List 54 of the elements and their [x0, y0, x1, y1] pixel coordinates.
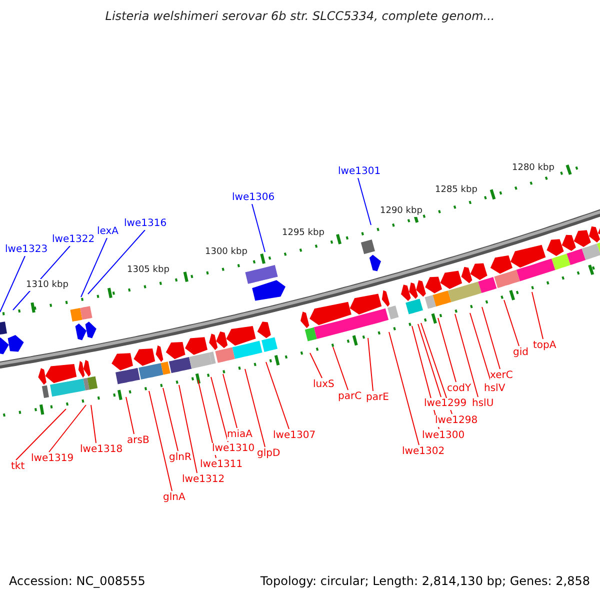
gene-label: parC — [338, 391, 362, 403]
leader-line — [178, 384, 198, 474]
gene-label: miaA — [227, 429, 252, 441]
gene-label: lexA — [97, 226, 119, 238]
gene-label: lwe1301 — [338, 166, 381, 178]
leader-line — [222, 374, 238, 428]
gene-label: xerC — [490, 370, 513, 382]
leader-line — [454, 314, 478, 398]
leader-line — [438, 318, 456, 382]
leader-line — [418, 324, 442, 398]
leader-line — [244, 368, 266, 448]
leader-line — [504, 300, 520, 346]
leader-line — [162, 388, 178, 452]
scale-label: 1295 kbp — [282, 227, 324, 239]
gene-label: parE — [366, 392, 389, 404]
scale-label: 1310 kbp — [26, 279, 68, 291]
gene-label: lwe1316 — [124, 218, 167, 230]
leader-line — [148, 390, 172, 492]
gene-label: glnR — [169, 452, 192, 464]
gene-label: lwe1322 — [52, 234, 95, 246]
leader-line — [88, 230, 146, 294]
title: Listeria welshimeri serovar 6b str. SLCC5334, complete genom... — [104, 10, 496, 22]
leader-line — [0, 256, 26, 312]
leader-line — [210, 376, 228, 442]
scale-label: 1300 kbp — [205, 246, 248, 258]
leader-line — [126, 396, 134, 434]
leader-line — [48, 404, 86, 452]
accession-text: Accession: NC_008555 — [9, 575, 146, 587]
leader-line — [532, 292, 544, 340]
leader-line — [388, 332, 420, 446]
gene-label: glnA — [163, 492, 186, 504]
scale-label: 1285 kbp — [435, 184, 478, 196]
leader-line — [16, 408, 66, 460]
gene-label: lwe1310 — [212, 443, 255, 455]
scale-label: 1280 kbp — [512, 162, 554, 174]
leader-line — [266, 362, 290, 430]
gene-label: lwe1298 — [435, 415, 478, 427]
leader-line — [80, 238, 108, 298]
gene-label: glpD — [257, 448, 280, 460]
gene-label: topA — [533, 340, 556, 352]
leader-line — [358, 178, 372, 226]
leader-line — [252, 204, 266, 252]
gene-label: lwe1306 — [232, 192, 275, 204]
leader-line — [310, 352, 322, 378]
leader-line — [90, 404, 96, 444]
gene-label: lwe1299 — [424, 398, 467, 410]
genome-info-text: Topology: circular; Length: 2,814,130 bp; Genes: 2,858 — [260, 575, 590, 587]
leader-line — [368, 338, 374, 392]
gene-label: lwe1323 — [5, 244, 48, 256]
gene-label: gid — [513, 347, 528, 359]
scale-label: 1290 kbp — [380, 205, 422, 217]
leader-line — [482, 306, 500, 370]
scale-label: 1305 kbp — [127, 264, 170, 276]
leader-line — [332, 346, 348, 390]
